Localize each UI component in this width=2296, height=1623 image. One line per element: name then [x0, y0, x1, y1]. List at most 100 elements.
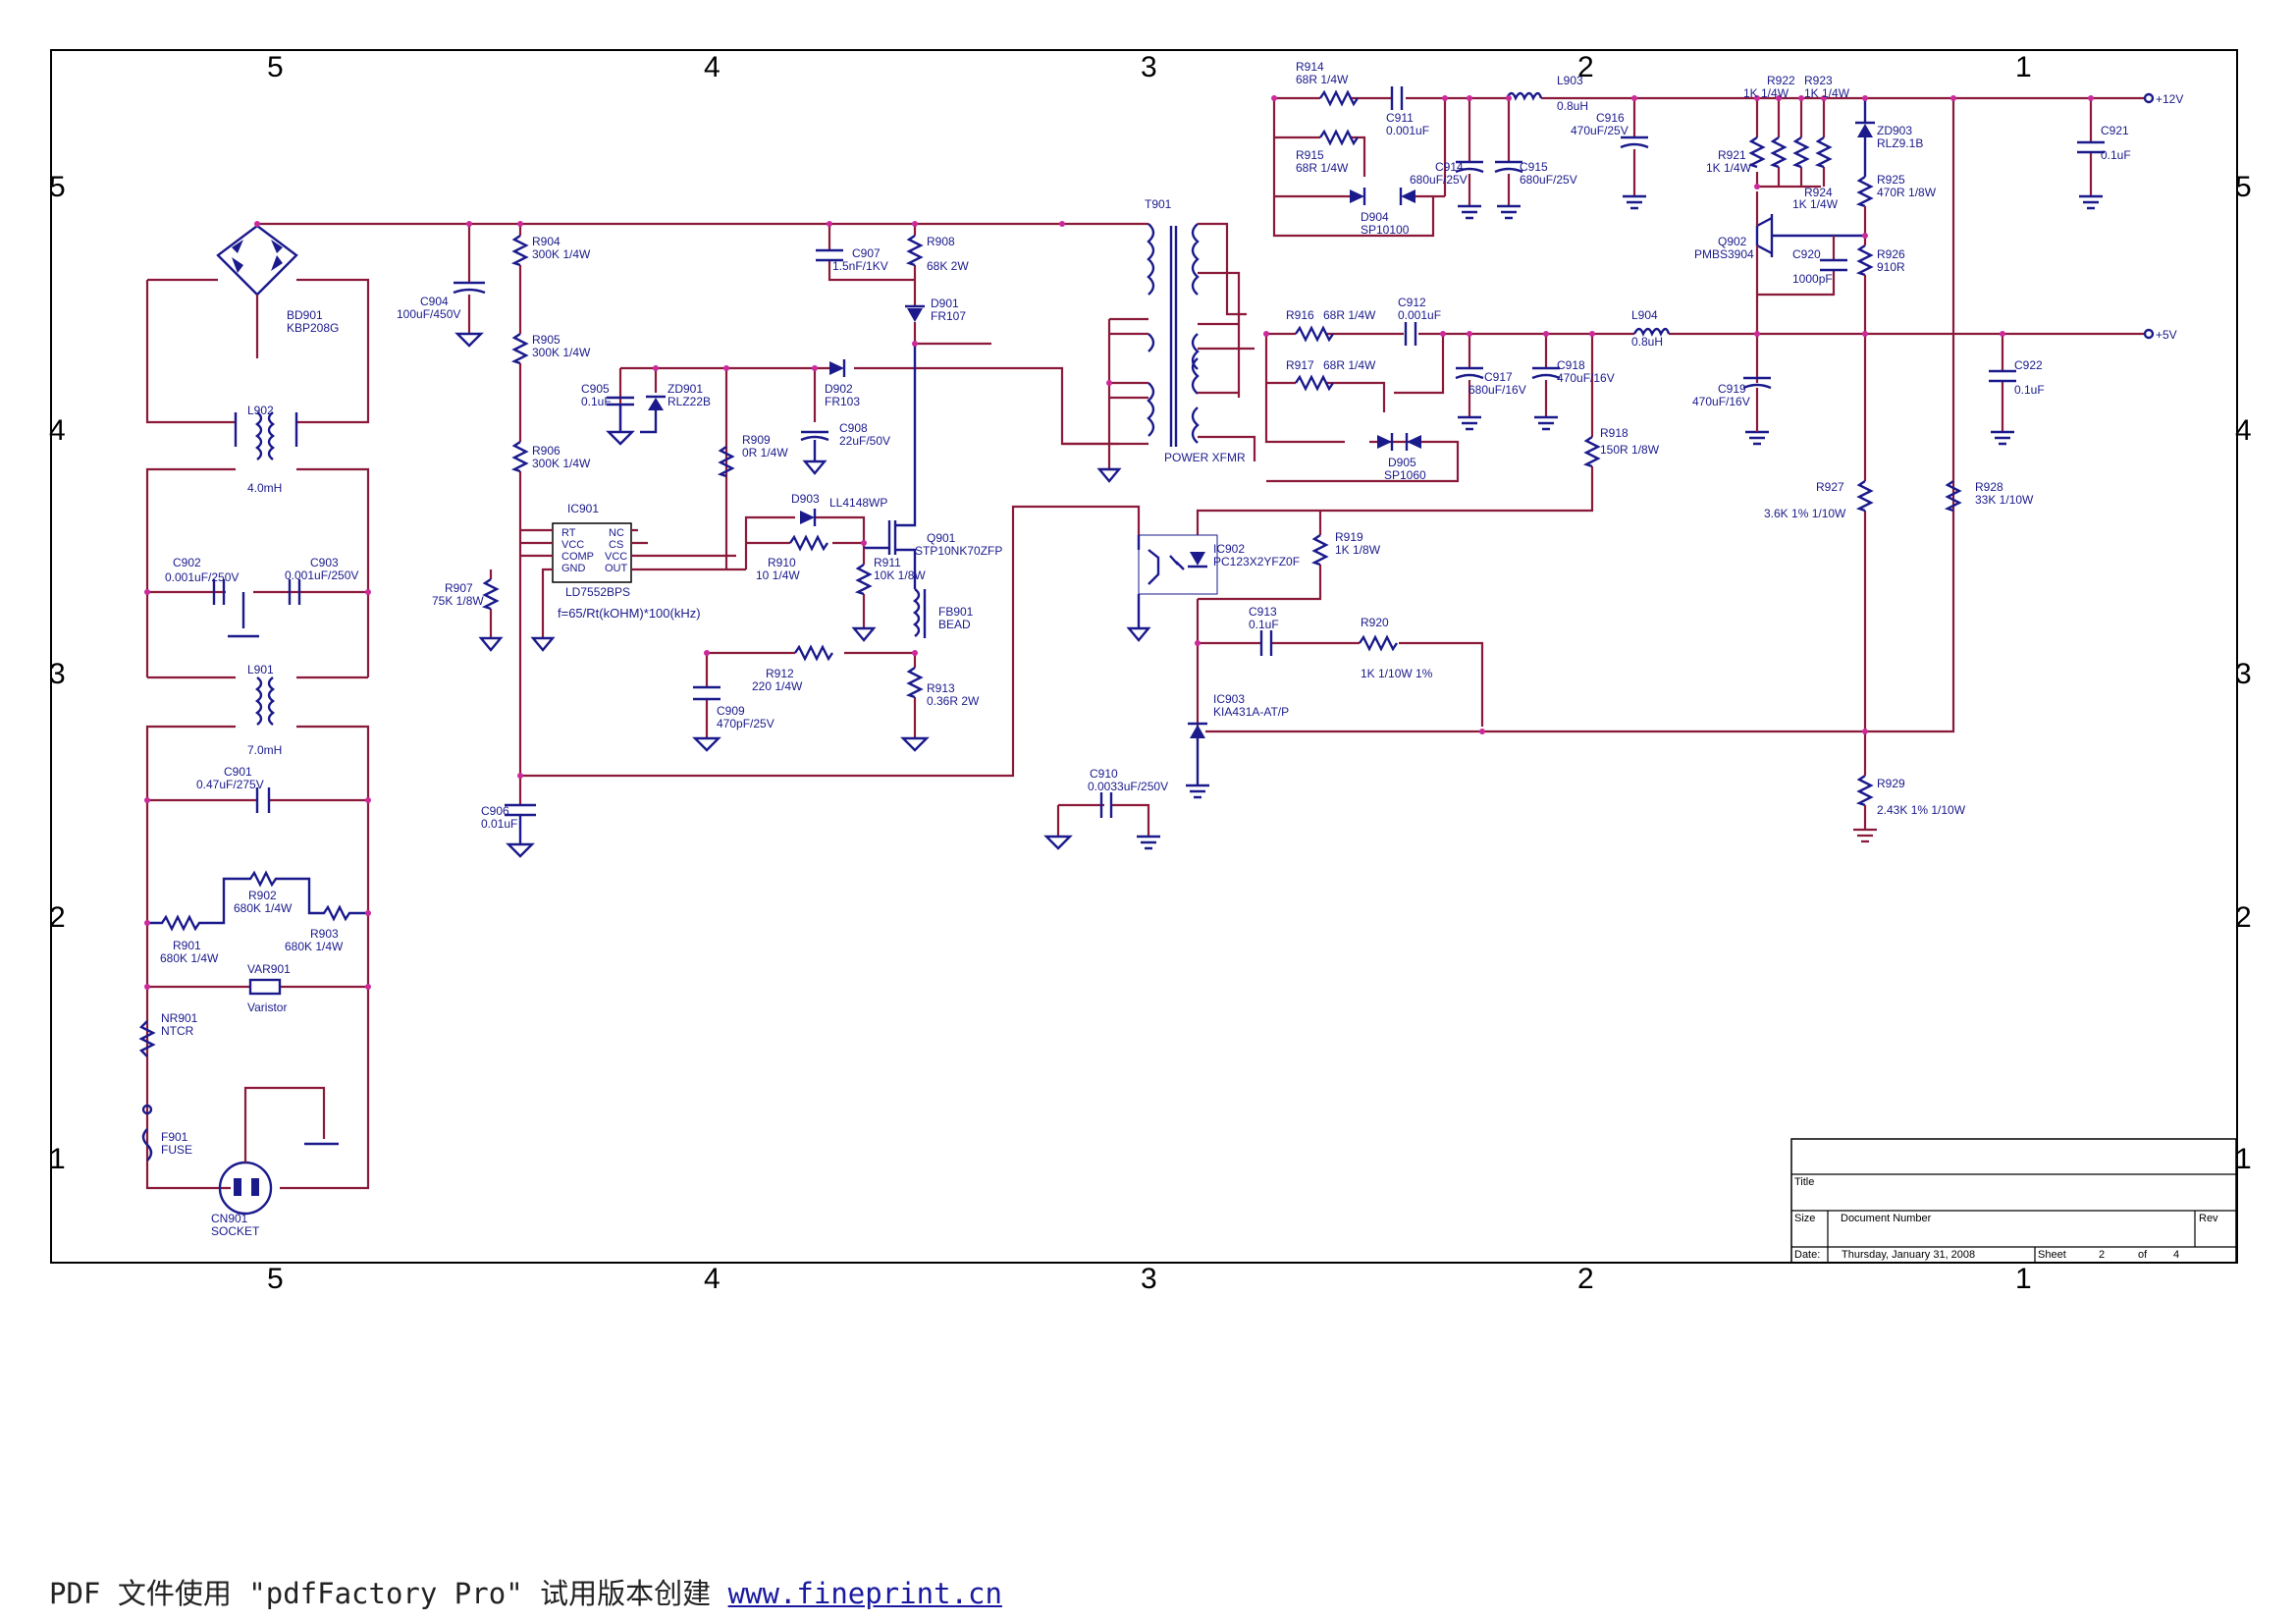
r920-ref: R920 — [1361, 616, 1389, 629]
f901-val: FUSE — [161, 1143, 192, 1157]
c921-val: 0.1uF — [2101, 148, 2131, 162]
r913-val: 0.36R 2W — [927, 694, 980, 708]
r907-val: 75K 1/8W — [432, 594, 484, 608]
title-label: Title — [1794, 1176, 1814, 1188]
zd903-val: RLZ9.1B — [1877, 136, 1923, 150]
r907-ref: R907 — [445, 581, 473, 595]
c918-val: 470uF/16V — [1557, 371, 1615, 385]
primary-section — [257, 222, 1160, 858]
c912-ref: C912 — [1398, 296, 1426, 309]
r929-val: 2.43K 1% 1/10W — [1877, 803, 1966, 817]
l904-val: 0.8uH — [1631, 335, 1663, 349]
c919-val: 470uF/16V — [1692, 395, 1750, 408]
c903-val: 0.001uF/250V — [285, 568, 358, 582]
r925-ref: R925 — [1877, 173, 1905, 187]
r912-val: 220 1/4W — [752, 679, 803, 693]
r913-ref: R913 — [927, 681, 955, 695]
cn901-ref: CN901 — [211, 1212, 248, 1225]
q902-ref: Q902 — [1718, 235, 1747, 248]
var901-val: Varistor — [247, 1001, 287, 1014]
c905-val: 0.1uF — [581, 395, 612, 408]
r901-val: 680K 1/4W — [160, 951, 219, 965]
zone-right-1: 1 — [2235, 1143, 2252, 1175]
ic902-val: PC123X2YFZ0F — [1213, 555, 1300, 568]
c907-val: 1.5nF/1KV — [832, 259, 888, 273]
zone-top-1: 1 — [2015, 51, 2032, 83]
zone-right-2: 2 — [2235, 901, 2252, 934]
ic901-pin-out: OUT — [605, 563, 628, 574]
r914-ref: R914 — [1296, 60, 1324, 74]
footer-link[interactable]: www.fineprint.cn — [727, 1577, 1002, 1610]
t901-ref: T901 — [1145, 197, 1172, 211]
zd901-ref: ZD901 — [667, 382, 703, 396]
r922-ref: R922 — [1767, 74, 1795, 87]
r929-ref: R929 — [1877, 777, 1905, 790]
zone-top-3: 3 — [1141, 51, 1157, 83]
c907-ref: C907 — [852, 246, 881, 260]
bridge-diode-4 — [271, 255, 283, 271]
r916-ref: R916 — [1286, 308, 1314, 322]
ic903-val: KIA431A-AT/P — [1213, 705, 1289, 719]
r919-ref: R919 — [1335, 530, 1363, 544]
c911-ref: C911 — [1386, 111, 1414, 125]
footer-text: PDF 文件使用 "pdfFactory Pro" 试用版本创建 — [49, 1577, 728, 1610]
d905-ref: D905 — [1388, 456, 1416, 469]
c914-ref: C914 — [1435, 160, 1464, 174]
c902-val: 0.001uF/250V — [165, 570, 239, 584]
ic901-pin-vcc: VCC — [561, 539, 584, 551]
d903-val: LL4148WP — [829, 496, 887, 510]
ic901-pin-nc: NC — [609, 527, 624, 539]
r902-val: 680K 1/4W — [234, 901, 293, 915]
r918-val: 150R 1/8W — [1600, 443, 1660, 457]
of-label: of — [2138, 1249, 2148, 1261]
r928-val: 33K 1/10W — [1975, 493, 2034, 507]
r908-ref: R908 — [927, 235, 955, 248]
fb901-ref: FB901 — [938, 605, 974, 619]
document-number-label: Document Number — [1841, 1213, 1932, 1224]
c916-ref: C916 — [1596, 111, 1625, 125]
l901-val: 7.0mH — [247, 743, 282, 757]
c909-val: 470pF/25V — [717, 717, 774, 730]
r906-val: 300K 1/4W — [532, 457, 591, 470]
r915-val: 68R 1/4W — [1296, 161, 1349, 175]
zd903-ref: ZD903 — [1877, 124, 1912, 137]
c906-ref: C906 — [481, 804, 509, 818]
sheet-label: Sheet — [2038, 1249, 2066, 1261]
c922-val: 0.1uF — [2014, 383, 2045, 397]
c909-ref: C909 — [717, 704, 745, 718]
c901-ref: C901 — [224, 765, 252, 779]
title-block: Title Size Document Number Rev Date: Thu… — [1790, 1138, 2237, 1264]
c920-ref: C920 — [1792, 247, 1821, 261]
r923-ref: R923 — [1804, 74, 1833, 87]
zone-top-4: 4 — [704, 51, 721, 83]
c914-val: 680uF/25V — [1410, 173, 1468, 187]
l903-val: 0.8uH — [1557, 99, 1588, 113]
c904-ref: C904 — [420, 295, 449, 308]
zone-top-2: 2 — [1577, 51, 1594, 83]
rail-5v-label: +5V — [2156, 328, 2177, 342]
r928-ref: R928 — [1975, 480, 2003, 494]
r915-ref: R915 — [1296, 148, 1324, 162]
c918-ref: C918 — [1557, 358, 1585, 372]
c921-ref: C921 — [2101, 124, 2129, 137]
ic901-pin-cs: CS — [609, 539, 623, 551]
ic901-frequency-note: f=65/Rt(kOHM)*100(kHz) — [558, 606, 701, 621]
ic901-pin-gnd: GND — [561, 563, 586, 574]
component-labels: BD901 KBP208G L902 4.0mH C902 0.001uF/25… — [160, 60, 2131, 1238]
r918-ref: R918 — [1600, 426, 1629, 440]
r921-ref: R921 — [1718, 148, 1746, 162]
c906-val: 0.01uF — [481, 817, 517, 831]
q901-ref: Q901 — [927, 531, 956, 545]
q902-val: PMBS3904 — [1694, 247, 1754, 261]
c913-ref: C913 — [1249, 605, 1277, 619]
secondary-5v: +5V — [1264, 322, 2177, 483]
c908-val: 22uF/50V — [839, 434, 890, 448]
zone-left-5: 5 — [49, 171, 66, 203]
ic902-ref: IC902 — [1213, 542, 1245, 556]
drawing-border — [50, 49, 2238, 1264]
bd901-ref: BD901 — [287, 308, 323, 322]
c901-val: 0.47uF/275V — [196, 778, 264, 791]
l902-ref: L902 — [247, 404, 274, 417]
r912-ref: R912 — [766, 667, 794, 680]
r902-ref: R902 — [248, 889, 277, 902]
